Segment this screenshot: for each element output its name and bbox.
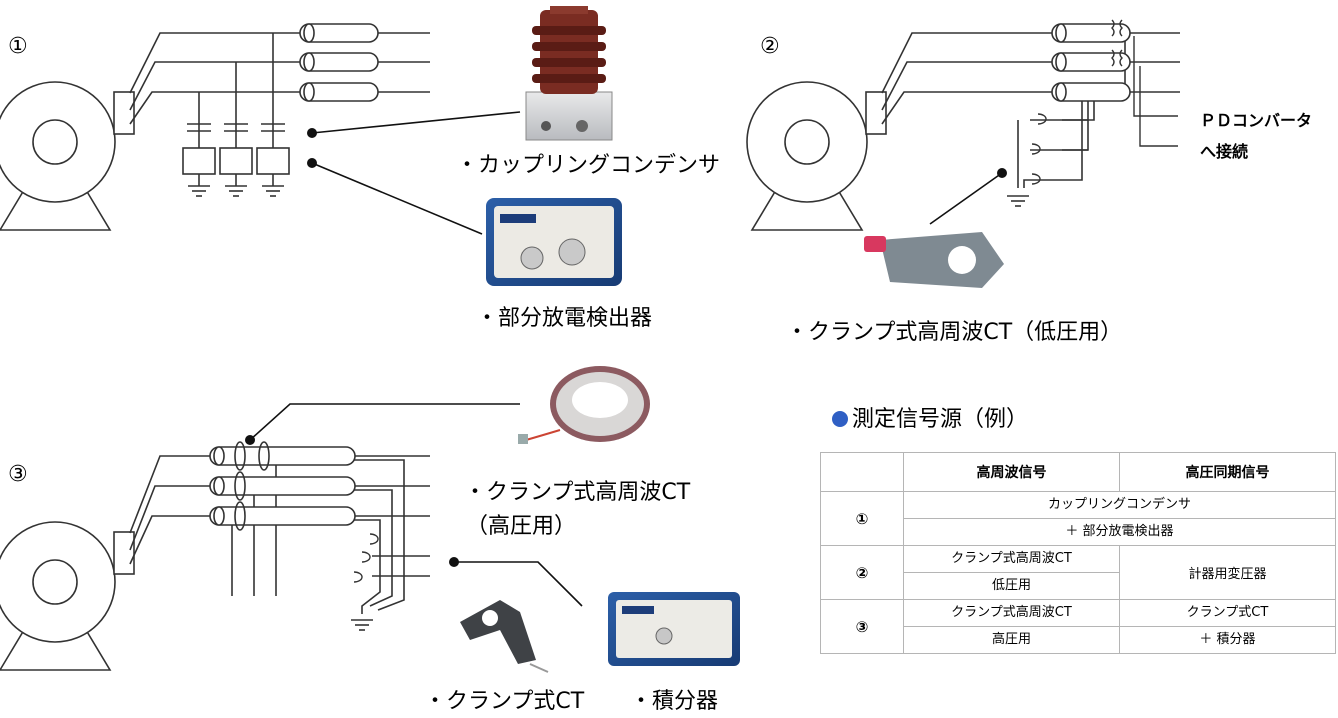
cable-set-3 <box>209 441 356 531</box>
table-cell: ＋ 部分放電検出器 <box>903 518 1336 546</box>
motor-symbol-2 <box>746 81 887 231</box>
low-voltage-hfct-photo <box>864 232 1004 288</box>
table-cell: クランプ式CT <box>1119 599 1336 627</box>
table-cell: クランプ式高周波CT <box>903 545 1120 573</box>
low-voltage-hfct-label: ・クランプ式高周波CT（低圧用） <box>786 320 1123 345</box>
table-cell: 低圧用 <box>903 572 1120 600</box>
motor-symbol-1 <box>0 81 135 231</box>
bullet-icon <box>832 411 848 427</box>
clamp-ct-photo <box>460 600 549 673</box>
row-number: ② <box>820 545 904 600</box>
connection-dot <box>449 557 459 567</box>
connection-dot <box>307 128 317 138</box>
integrator-label: ・積分器 <box>630 689 719 714</box>
table-cell: クランプ式高周波CT <box>903 599 1120 627</box>
connection-dot <box>997 168 1007 178</box>
high-voltage-hfct-photo <box>518 366 650 444</box>
table-row: ③ クランプ式高周波CT クランプ式CT <box>820 599 1336 654</box>
connection-dot <box>307 158 317 168</box>
bus-lines-2 <box>881 32 1180 188</box>
pd-detector-photo <box>486 198 622 286</box>
pd-detector-label: ・部分放電検出器 <box>476 306 653 331</box>
signal-source-table: 高周波信号 高圧同期信号 ① カップリングコンデンサ ＋ 部分放電検出器 ② ク… <box>820 452 1336 654</box>
table-row: ① カップリングコンデンサ <box>820 491 1336 546</box>
motor-symbol-3 <box>0 521 135 671</box>
pd-converter-label: ＰＤコンバータ <box>1200 111 1313 130</box>
cable-set-2 <box>1051 23 1131 102</box>
row-number: ① <box>820 491 904 546</box>
table-row: ＋ 部分放電検出器 <box>821 518 1336 546</box>
table-header-blank <box>820 452 904 492</box>
table-row: ② クランプ式高周波CT 計器用変圧器 <box>820 545 1336 600</box>
section-marker-3: ③ <box>8 462 28 487</box>
high-voltage-hfct-sublabel: （高圧用） <box>466 514 577 539</box>
table-row: 高圧用 ＋ 積分器 <box>821 626 1336 654</box>
coupling-capacitor-label: ・カップリングコンデンサ <box>456 153 721 178</box>
clamp-rings-2 <box>1031 113 1047 185</box>
row-number: ③ <box>820 599 904 654</box>
leader-lines-3 <box>249 403 583 607</box>
cable-set-1 <box>299 23 379 102</box>
leader-line-2 <box>929 172 1003 225</box>
instrument-transformers <box>1111 19 1178 147</box>
signal-table-title: 測定信号源（例） <box>832 401 1028 433</box>
coupling-capacitors <box>182 33 290 186</box>
coupling-capacitor-photo <box>525 6 613 141</box>
high-voltage-hfct-label: ・クランプ式高周波CT <box>464 480 691 505</box>
table-cell: 計器用変圧器 <box>1119 545 1336 600</box>
clamp-ct-label: ・クランプ式CT <box>424 689 585 714</box>
table-header-sync: 高圧同期信号 <box>1119 452 1336 492</box>
section-marker-1: ① <box>8 34 28 59</box>
table-cell: 高圧用 <box>903 626 1120 654</box>
table-cell: ＋ 積分器 <box>1119 626 1336 654</box>
clamp-rings-3 <box>353 533 379 583</box>
bus-lines-1 <box>129 32 430 125</box>
leader-lines-1 <box>311 111 521 235</box>
integrator-photo <box>608 592 740 666</box>
connection-dot <box>245 435 255 445</box>
table-header-hf: 高周波信号 <box>903 452 1120 492</box>
section-marker-2: ② <box>760 34 780 59</box>
pd-converter-connect-label: へ接続 <box>1200 142 1249 161</box>
table-row: 低圧用 <box>821 572 1336 600</box>
table-cell: カップリングコンデンサ <box>903 491 1336 519</box>
